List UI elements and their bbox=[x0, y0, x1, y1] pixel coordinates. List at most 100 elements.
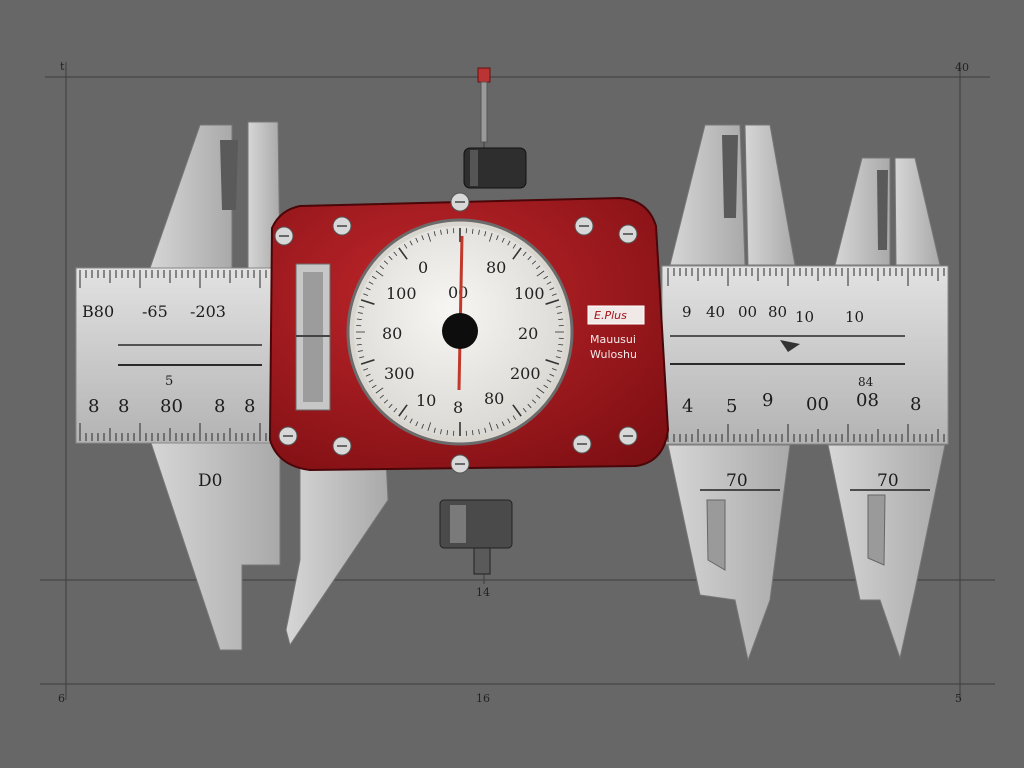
scale-tick bbox=[379, 265, 384, 270]
dial-needle bbox=[457, 235, 464, 391]
scale-tick bbox=[555, 356, 561, 359]
scale-tick bbox=[356, 318, 362, 320]
left-beam-top-label-2: -203 bbox=[190, 302, 226, 321]
scale-tick bbox=[383, 260, 389, 265]
dial-number-4: 80 bbox=[382, 324, 402, 343]
left-jaw-label: D0 bbox=[198, 471, 222, 491]
dial-number-1: 00 bbox=[448, 283, 468, 302]
scale-tick bbox=[543, 384, 549, 389]
brand-badge-text: E.Plus bbox=[594, 309, 627, 322]
dial-face: 0 00 80 100 80 100 300 10 20 200 80 8 bbox=[346, 218, 574, 446]
scale-tick bbox=[427, 422, 432, 432]
right-beam-top-label-3: 80 bbox=[768, 303, 787, 321]
label-mid-bottom: 14 bbox=[476, 586, 490, 599]
scale-tick bbox=[512, 404, 522, 417]
dial-hub bbox=[442, 313, 478, 349]
scale-tick bbox=[478, 429, 480, 435]
right-beam-top-label-2: 00 bbox=[738, 303, 757, 321]
brand-line-1: Mauusui bbox=[590, 333, 636, 346]
scale-tick bbox=[409, 418, 413, 424]
left-beam-bottom-label-3: 8 bbox=[214, 396, 225, 417]
left-beam-bottom-label-1: 8 bbox=[118, 396, 129, 417]
scale-tick bbox=[472, 228, 474, 234]
scale-tick bbox=[375, 387, 384, 394]
dial-number-9: 200 bbox=[510, 364, 541, 383]
right-beam-bottom-label-2: 9 bbox=[762, 390, 773, 411]
scale-tick bbox=[484, 427, 487, 433]
scale-tick bbox=[546, 281, 552, 285]
right-jaw-label-b: 70 bbox=[877, 471, 899, 491]
dial-number-11: 8 bbox=[453, 398, 463, 417]
left-lower-jaw bbox=[149, 439, 389, 651]
dial-number-10: 80 bbox=[484, 389, 504, 408]
scale-tick bbox=[557, 350, 563, 352]
scale-tick bbox=[360, 359, 375, 365]
scale-tick bbox=[507, 240, 511, 246]
scale-tick bbox=[440, 429, 442, 435]
right-beam-top-label-0: 9 bbox=[682, 303, 692, 321]
label-top-left: t bbox=[60, 60, 65, 73]
left-upper-jaw bbox=[149, 121, 281, 269]
scale-tick bbox=[371, 275, 377, 280]
scale-tick bbox=[507, 418, 511, 424]
scale-tick bbox=[379, 394, 384, 399]
scale-tick bbox=[403, 415, 408, 421]
scale-tick bbox=[393, 408, 398, 413]
scale-tick bbox=[501, 237, 505, 243]
right-beam-top-label-4: 10 bbox=[795, 308, 814, 326]
dial-screws bbox=[274, 192, 638, 474]
scale-tick bbox=[388, 255, 393, 261]
label-bottom-right: 5 bbox=[955, 692, 962, 705]
brand-badge: E.Plus Mauusui Wuloshu bbox=[587, 305, 645, 361]
right-lower-jaws bbox=[667, 444, 946, 662]
right-upper-jaws bbox=[669, 124, 941, 266]
label-top-right: 40 bbox=[955, 61, 969, 74]
scale-tick bbox=[496, 235, 499, 241]
brand-line-2: Wuloshu bbox=[590, 348, 637, 361]
scale-tick bbox=[359, 356, 365, 359]
scale-tick bbox=[536, 394, 541, 399]
right-beam-bottom-label-5: 8 bbox=[910, 394, 921, 415]
scale-tick bbox=[501, 421, 505, 427]
scale-tick bbox=[359, 305, 365, 308]
scale-tick bbox=[383, 399, 389, 404]
scale-tick bbox=[512, 243, 517, 249]
left-beam-bottom-label-2: 80 bbox=[160, 396, 183, 417]
right-beam-mid-label: 84 bbox=[858, 375, 874, 389]
scale-tick bbox=[545, 299, 560, 305]
scale-tick bbox=[427, 232, 432, 242]
scale-tick bbox=[440, 229, 442, 235]
right-scale-beam: 9 40 00 80 10 10 84 4 5 9 00 08 8 bbox=[661, 265, 949, 445]
scale-tick bbox=[363, 293, 369, 296]
scale-tick bbox=[409, 240, 413, 246]
scale-tick bbox=[360, 299, 375, 305]
scale-tick bbox=[415, 421, 419, 427]
left-scale-beam: B80 -65 -203 5 8 8 80 8 8 bbox=[75, 267, 277, 444]
dial-number-0: 0 bbox=[418, 258, 428, 277]
scale-tick bbox=[536, 270, 545, 277]
scale-tick bbox=[421, 423, 424, 429]
scale-tick bbox=[545, 359, 560, 365]
bottom-spindle bbox=[439, 499, 513, 575]
scale-tick bbox=[549, 287, 555, 291]
scale-tick bbox=[356, 344, 362, 346]
scale-tick bbox=[522, 408, 527, 413]
corner-dimension-labels: t 40 6 16 5 14 bbox=[58, 60, 969, 705]
scale-tick bbox=[543, 275, 549, 280]
scale-tick bbox=[357, 350, 363, 352]
dial-number-6: 300 bbox=[384, 364, 415, 383]
scale-tick bbox=[488, 232, 493, 242]
scale-tick bbox=[446, 430, 448, 436]
label-bottom-center: 16 bbox=[476, 692, 490, 705]
dial-number-8: 20 bbox=[518, 324, 538, 343]
right-jaw-label-a: 70 bbox=[726, 471, 748, 491]
scale-tick bbox=[527, 403, 532, 409]
right-beam-bottom-label-0: 4 bbox=[682, 396, 693, 417]
scale-tick bbox=[472, 430, 474, 436]
scale-tick bbox=[357, 312, 363, 314]
scale-tick bbox=[371, 384, 377, 389]
scale-tick bbox=[363, 368, 369, 371]
jaw-labels: D0 70 70 bbox=[198, 471, 899, 491]
dial-number-7: 10 bbox=[416, 391, 436, 410]
